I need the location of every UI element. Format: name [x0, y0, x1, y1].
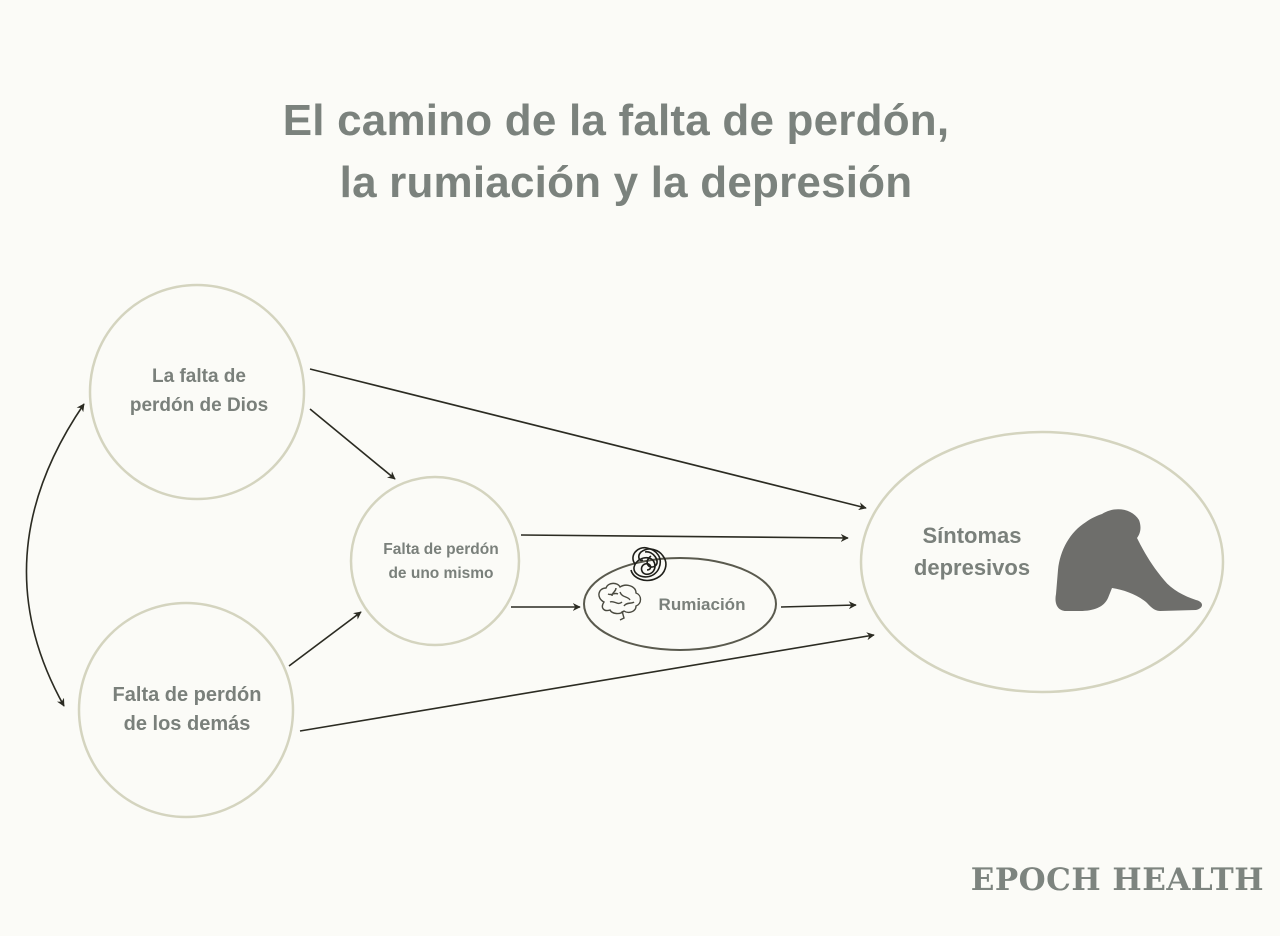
node-others-circle — [77, 601, 295, 819]
node-self-label: Falta de perdón de uno mismo — [363, 538, 519, 586]
node-god-circle — [88, 283, 306, 501]
arrow-others-to-self — [288, 611, 362, 667]
node-rumination-ellipse — [583, 557, 777, 651]
arrow-god-to-symptoms — [309, 368, 867, 511]
node-self-circle — [349, 475, 521, 647]
node-symptoms-label-line-1: Síntomas — [922, 523, 1022, 548]
node-others-label-line-2: de los demás — [123, 713, 251, 735]
node-rumination-label: Rumiación — [658, 595, 746, 614]
arrow-rumination-to-symptoms — [780, 601, 857, 610]
node-self-label-line-2: de uno mismo — [388, 565, 494, 582]
diagram-title-line-2: la rumiación y la depresión — [339, 158, 913, 207]
arrow-god-others-bidirectional — [25, 403, 85, 707]
node-god-label-line-2: perdón de Dios — [129, 395, 269, 416]
diagram-title-line-1: El camino de la falta de perdón, — [282, 96, 950, 145]
node-others-label-line-1: Falta de perdón — [112, 684, 262, 706]
node-god-label-line-1: La falta de — [152, 366, 246, 387]
brain-icon — [598, 582, 642, 621]
arrow-self-to-symptoms — [520, 533, 849, 542]
node-symptoms-label: Síntomas depresivos — [896, 520, 1048, 584]
node-others-label: Falta de perdón de los demás — [96, 681, 278, 739]
sad-person-silhouette-icon — [1055, 509, 1202, 611]
node-god-label: La falta de perdón de Dios — [110, 362, 288, 420]
tangled-thoughts-icon — [630, 546, 667, 582]
brand-logo: EPOCH HEALTH — [970, 862, 1264, 898]
node-self-label-line-1: Falta de perdón — [383, 541, 499, 558]
arrow-others-to-symptoms — [299, 632, 875, 732]
arrow-god-to-self — [309, 408, 396, 480]
node-symptoms-ellipse — [859, 430, 1225, 694]
node-symptoms-label-line-2: depresivos — [913, 555, 1031, 580]
